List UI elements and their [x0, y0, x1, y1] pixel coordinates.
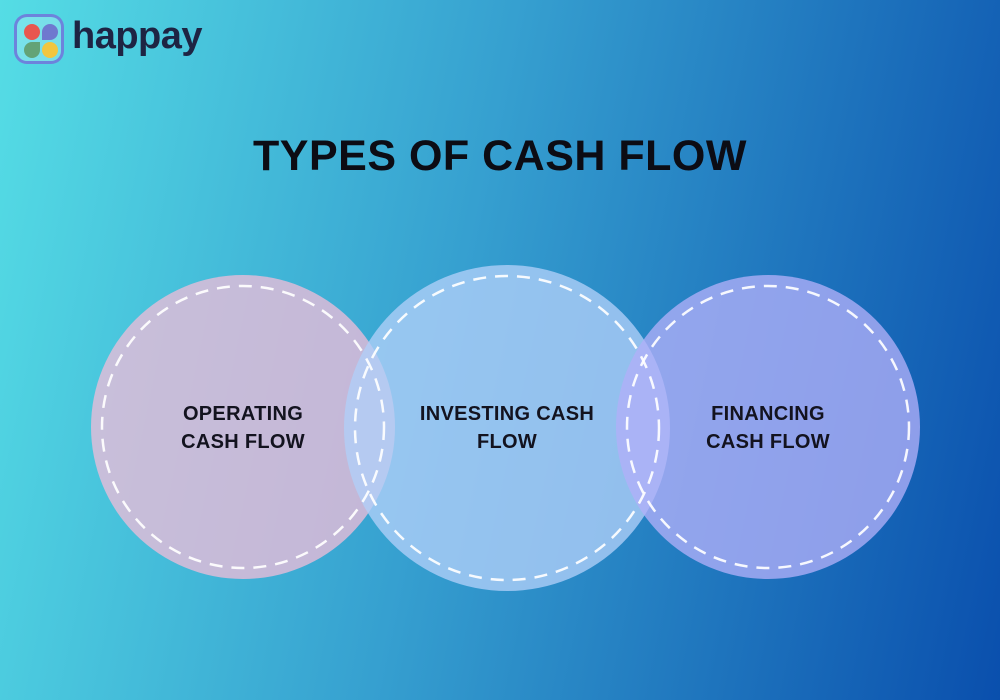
- happay-logo: happay: [14, 14, 203, 64]
- operating-circle-dashed-ring: [100, 284, 386, 570]
- logo-blue-petal-icon: [42, 24, 58, 40]
- investing-cash-flow-circle: [344, 265, 670, 591]
- investing-cash-flow-label: INVESTING CASH FLOW: [419, 403, 595, 453]
- logo-green-petal-icon: [24, 42, 40, 58]
- happay-logo-icon: [14, 14, 64, 64]
- brand-wordmark: happay: [72, 15, 203, 57]
- logo-yellow-dot-icon: [42, 42, 58, 58]
- investing-circle-dashed-ring: [353, 274, 661, 582]
- logo-red-dot-icon: [24, 24, 40, 40]
- financing-cash-flow-label: FINANCING CASH FLOW: [706, 403, 830, 453]
- operating-cash-flow-label: OPERATING CASH FLOW: [181, 403, 305, 453]
- financing-cash-flow-circle: [616, 275, 920, 579]
- operating-cash-flow-circle: [91, 275, 395, 579]
- financing-circle-dashed-ring: [625, 284, 911, 570]
- page-title: TYPES OF CASH FLOW: [253, 132, 747, 180]
